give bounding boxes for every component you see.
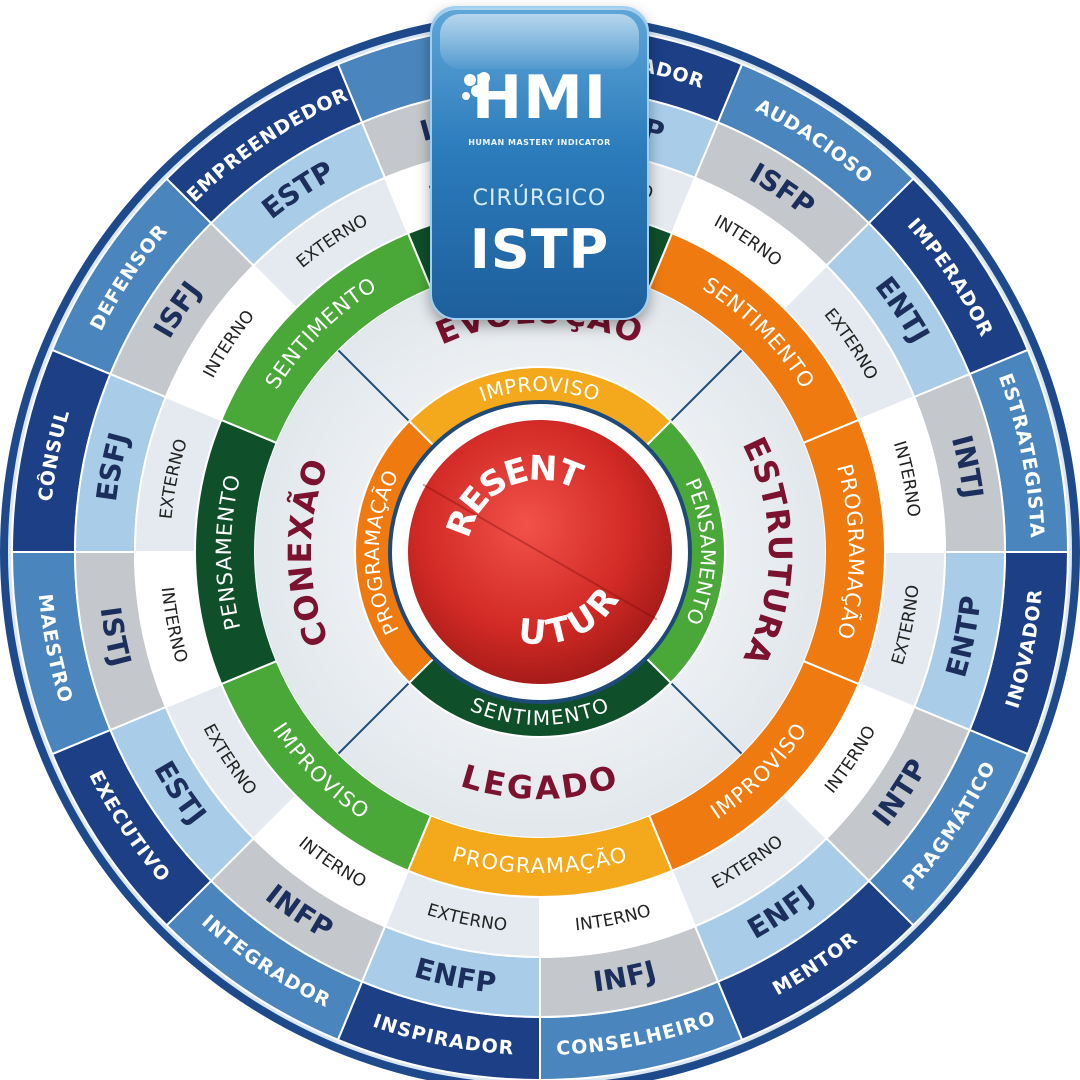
hexagon-logo-icon bbox=[462, 72, 490, 100]
center-divider bbox=[422, 483, 658, 621]
badge-label: CIRÚRGICO bbox=[472, 186, 607, 211]
inner-rings bbox=[194, 206, 886, 898]
outer-rings bbox=[0, 12, 1080, 1080]
quadrant-divider bbox=[670, 349, 743, 422]
type-badge: HMI HUMAN MASTERY INDICATOR CIRÚRGICO IS… bbox=[430, 6, 649, 320]
center-disc bbox=[402, 414, 678, 690]
badge-type: ISTP bbox=[469, 218, 610, 281]
quadrant-divider bbox=[670, 682, 743, 755]
brand-logo: HMI bbox=[471, 63, 608, 133]
quadrant-divider bbox=[337, 349, 410, 422]
brand-tagline: HUMAN MASTERY INDICATOR bbox=[468, 138, 611, 147]
badge-gloss bbox=[440, 14, 639, 69]
quadrant-divider bbox=[337, 682, 410, 755]
